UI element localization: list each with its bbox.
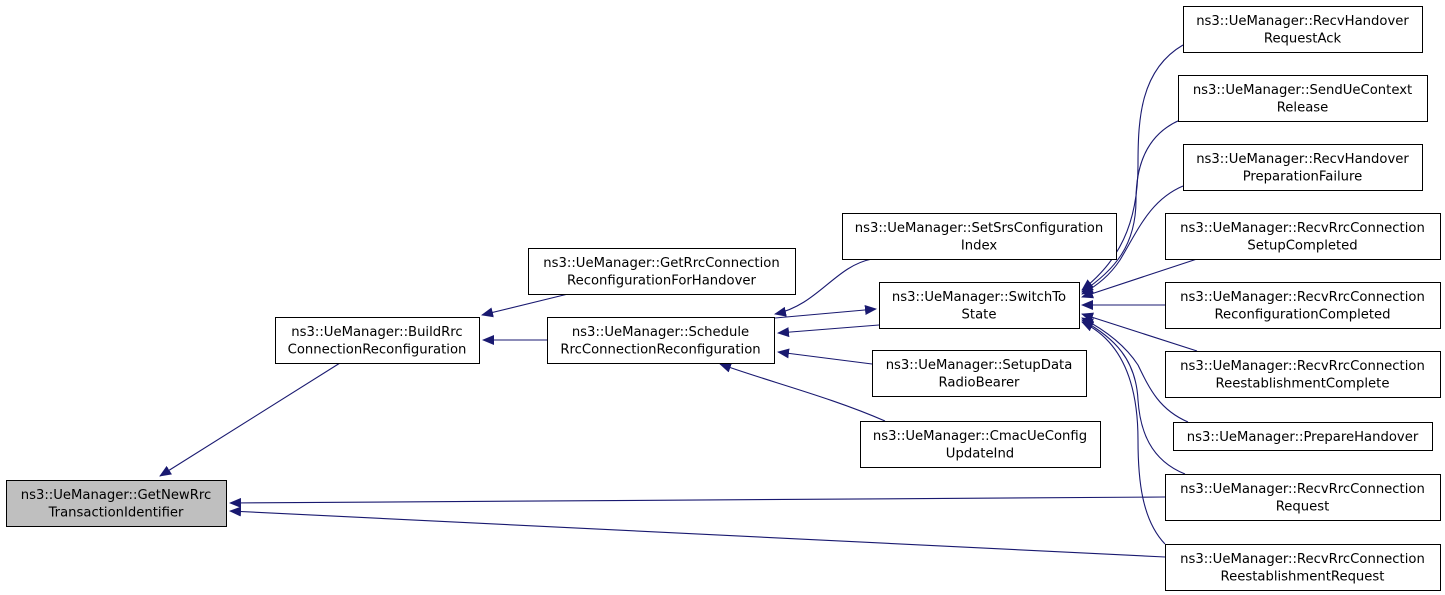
node-label-line: TransactionIdentifier [48, 506, 184, 521]
node-box [1165, 351, 1441, 398]
node-label-line: ns3::UeManager::PrepareHandover [1187, 430, 1419, 445]
node-label-line: ns3::UeManager::Schedule [572, 325, 749, 340]
node-box [860, 421, 1101, 468]
edge-getrrcho-to-buildrrc [481, 293, 569, 318]
node-recvreestreq[interactable]: ns3::UeManager::RecvRrcConnectionReestab… [1165, 544, 1441, 591]
node-label-line: ns3::UeManager::RecvRrcConnection [1180, 221, 1425, 236]
node-label-line: RadioBearer [939, 376, 1021, 391]
node-recvreconf[interactable]: ns3::UeManager::RecvRrcConnectionReconfi… [1165, 282, 1441, 329]
node-box [1173, 422, 1433, 451]
node-label-line: ns3::UeManager::RecvHandover [1196, 152, 1409, 167]
node-label-line: RequestAck [1264, 32, 1342, 47]
node-label-line: ns3::UeManager::GetRrcConnection [543, 256, 779, 271]
node-box [528, 248, 796, 295]
node-label-line: ns3::UeManager::RecvRrcConnection [1180, 290, 1425, 305]
node-label-line: ns3::UeManager::SendUeContext [1193, 83, 1412, 98]
node-label-line: RrcConnectionReconfiguration [560, 343, 760, 358]
edge-schedule-to-switchto [774, 304, 877, 319]
edge-setupdata-to-schedule [777, 348, 873, 365]
edge-switchto-to-schedule [777, 324, 880, 338]
edge-recvreestreq-to-switchto [1081, 321, 1166, 545]
node-label-line: ReconfigurationForHandover [567, 274, 756, 289]
node-box [1165, 474, 1441, 521]
node-recvsetup[interactable]: ns3::UeManager::RecvRrcConnectionSetupCo… [1165, 213, 1441, 260]
node-box [1183, 144, 1423, 191]
node-label-line: ns3::UeManager::SetSrsConfiguration [855, 221, 1103, 236]
node-label-line: UpdateInd [946, 447, 1014, 462]
node-box [842, 213, 1117, 260]
node-label-line: ReestablishmentRequest [1221, 570, 1385, 585]
node-label-line: ns3::UeManager::SwitchTo [892, 290, 1066, 305]
node-recvhoprep[interactable]: ns3::UeManager::RecvHandoverPreparationF… [1183, 144, 1423, 191]
edge-recvhoprep-to-switchto [1081, 185, 1184, 295]
node-label-line: SetupCompleted [1247, 239, 1357, 254]
edge-cmac-to-schedule [719, 363, 886, 422]
node-label-line: ns3::UeManager::RecvHandover [1196, 14, 1409, 29]
node-label-line: Request [1276, 500, 1330, 515]
edge-recvreq-to-switchto [1081, 319, 1186, 475]
node-label-line: ns3::UeManager::SetupData [886, 358, 1073, 373]
node-label-line: Release [1277, 101, 1329, 116]
node-box [1183, 6, 1423, 53]
node-box [1165, 282, 1441, 329]
node-recvreest[interactable]: ns3::UeManager::RecvRrcConnectionReestab… [1165, 351, 1441, 398]
node-label-line: ns3::UeManager::RecvRrcConnection [1180, 359, 1425, 374]
edge-setsrs-to-schedule [774, 258, 873, 317]
node-prepho[interactable]: ns3::UeManager::PrepareHandover [1173, 422, 1433, 451]
node-label-line: ReconfigurationCompleted [1214, 308, 1390, 323]
node-box [872, 350, 1087, 397]
edge-recvsetup-to-switchto [1081, 258, 1198, 299]
node-label-line: ConnectionReconfiguration [288, 343, 467, 358]
node-label-line: ns3::UeManager::RecvRrcConnection [1180, 482, 1425, 497]
edge-recvreq-to-getnew [229, 496, 1166, 508]
node-label-line: ReestablishmentComplete [1216, 377, 1390, 392]
node-schedule[interactable]: ns3::UeManager::ScheduleRrcConnectionRec… [547, 317, 775, 364]
edge-sendctx-to-switchto [1081, 119, 1181, 293]
node-buildrrc[interactable]: ns3::UeManager::BuildRrcConnectionReconf… [275, 317, 480, 364]
node-box [275, 317, 480, 364]
edge-recvreestreq-to-getnew [229, 506, 1166, 558]
node-box [1165, 544, 1441, 591]
node-getnew[interactable]: ns3::UeManager::GetNewRrcTransactionIden… [6, 480, 227, 527]
edge-prepho-to-switchto [1081, 317, 1189, 423]
node-label-line: ns3::UeManager::RecvRrcConnection [1180, 552, 1425, 567]
edge-buildrrc-to-getnew [159, 362, 341, 477]
node-box [547, 317, 775, 364]
edge-recvreest-to-switchto [1081, 312, 1198, 352]
node-label-line: Index [961, 239, 997, 254]
nodes: ns3::UeManager::GetNewRrcTransactionIden… [6, 6, 1441, 591]
node-label-line: ns3::UeManager::GetNewRrc [21, 488, 212, 503]
node-box [1165, 213, 1441, 260]
node-label-line: PreparationFailure [1243, 170, 1363, 185]
node-label-line: ns3::UeManager::BuildRrc [291, 325, 462, 340]
node-box [1178, 75, 1428, 122]
node-label-line: ns3::UeManager::CmacUeConfig [873, 429, 1087, 444]
edge-recvhoack-to-switchto [1081, 44, 1184, 291]
node-getrrcho[interactable]: ns3::UeManager::GetRrcConnectionReconfig… [528, 248, 796, 295]
node-label-line: State [962, 308, 997, 323]
edges [159, 44, 1198, 558]
node-box [6, 480, 227, 527]
node-box [879, 282, 1080, 329]
